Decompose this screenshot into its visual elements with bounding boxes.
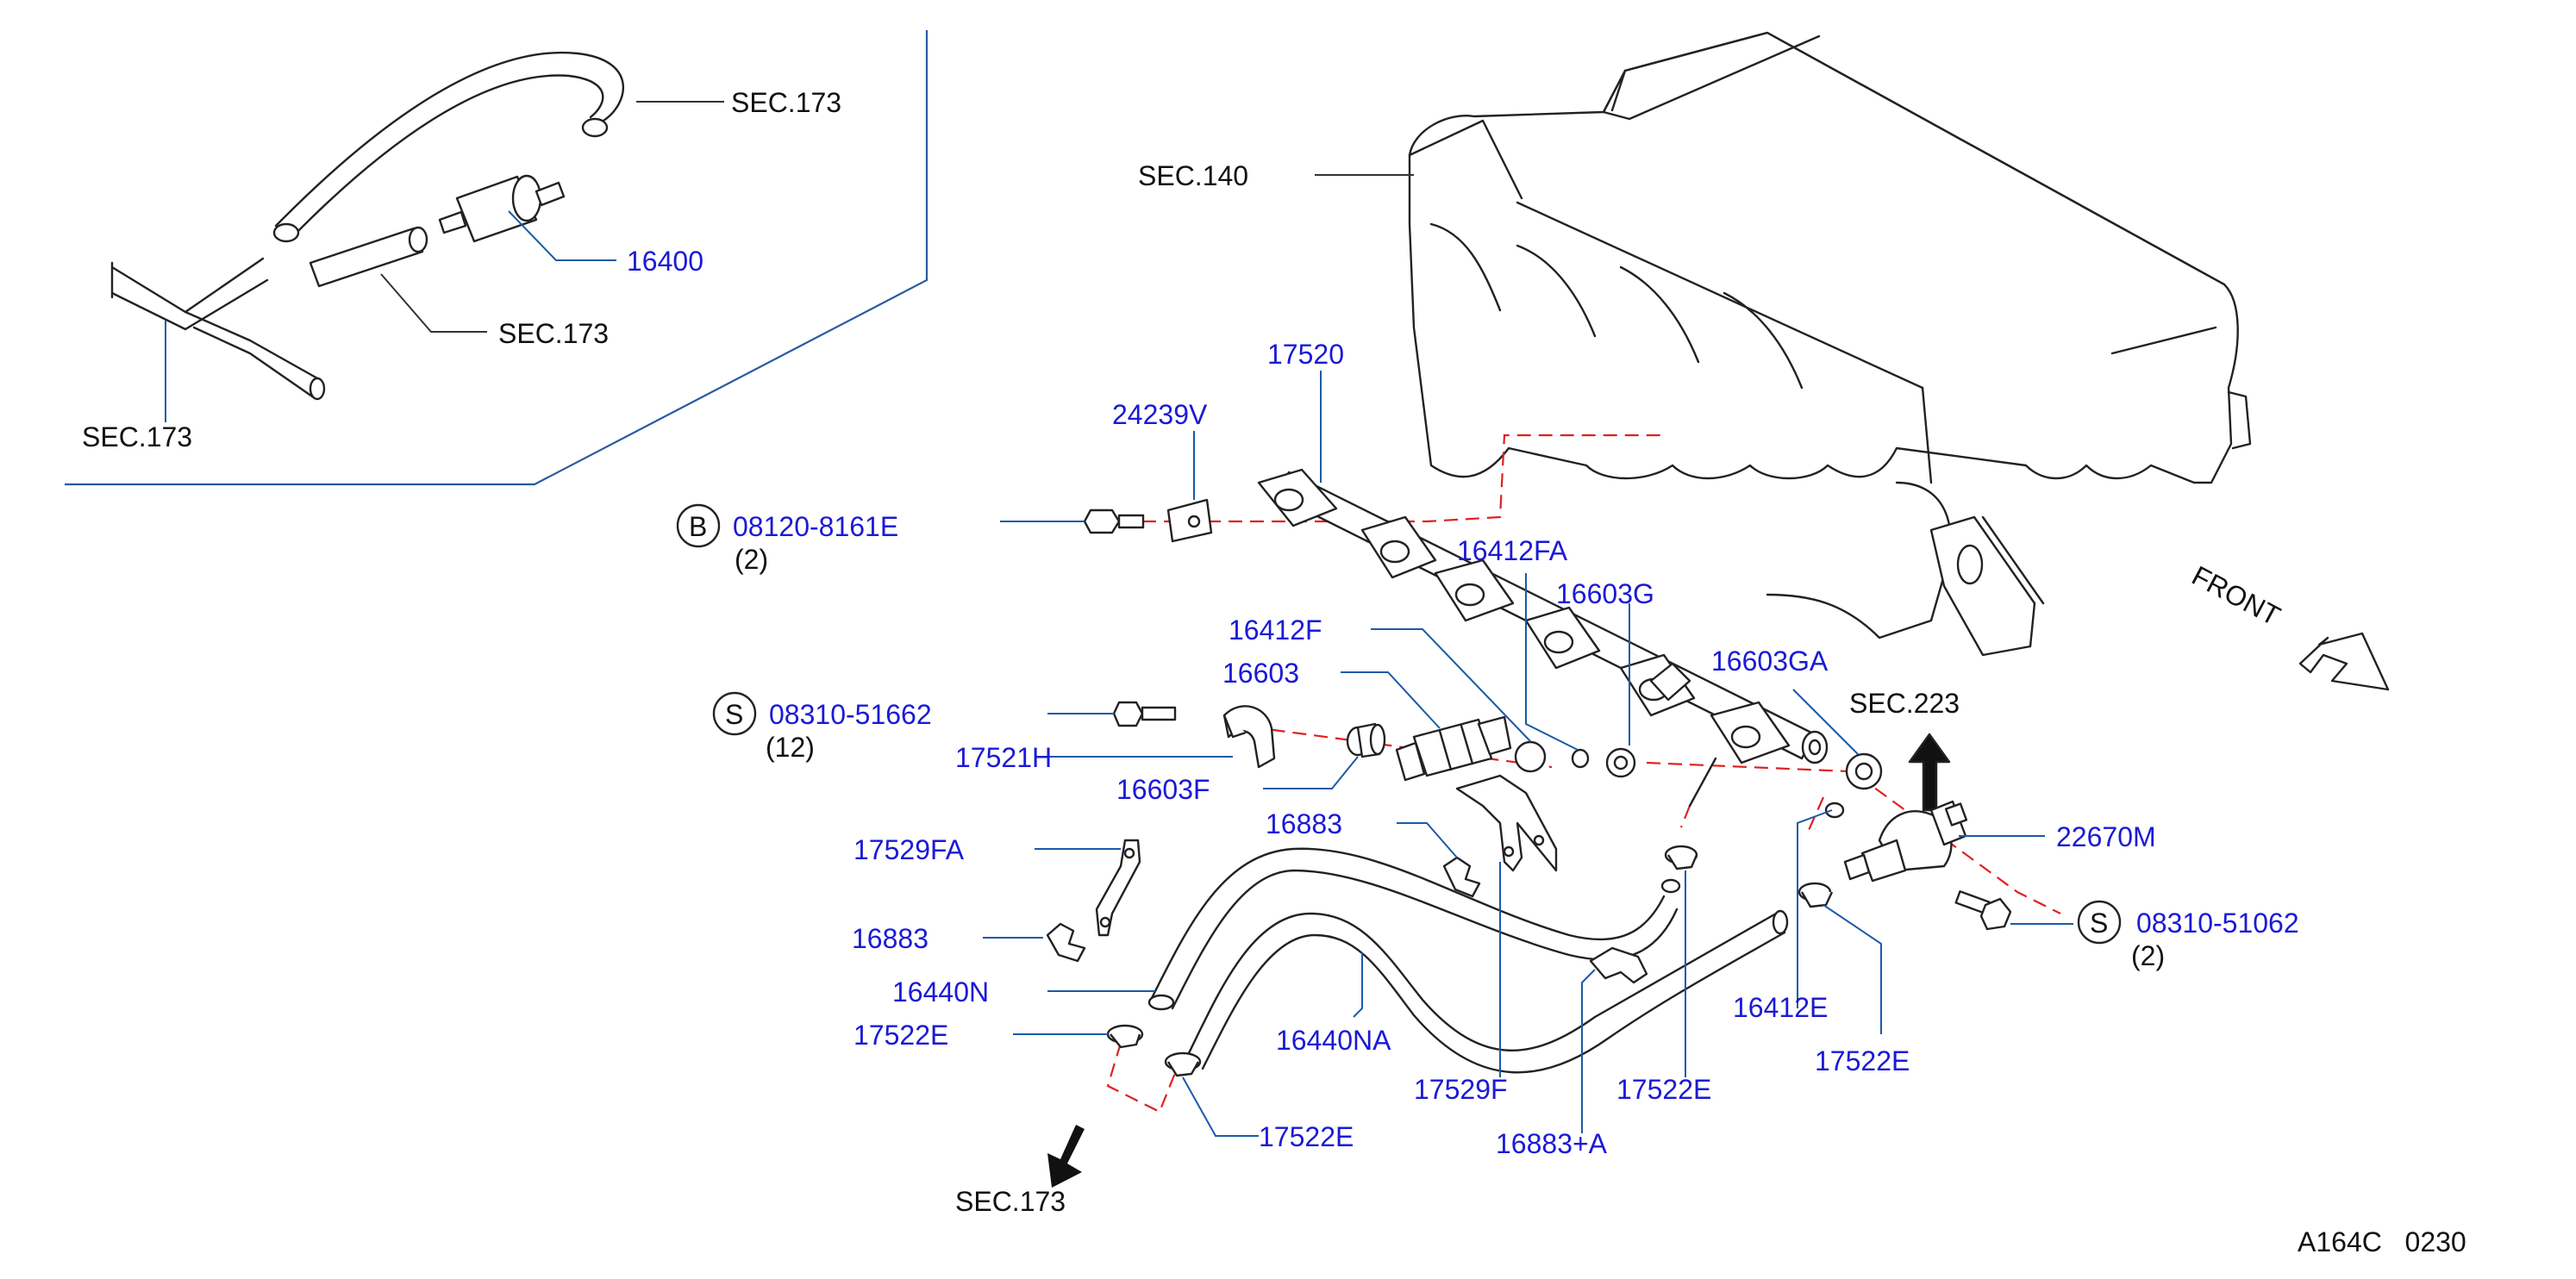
sec223-label: SEC.223: [1849, 688, 1960, 719]
screw-s2-symbol: S: [2090, 908, 2108, 939]
bolt-b-symbol: B: [689, 511, 707, 542]
part-16883a-label: 16883+A: [1496, 1128, 1608, 1159]
bolt-b-symbol-circle: [676, 503, 721, 548]
part-17520-label: 17520: [1267, 339, 1344, 370]
bolt-08120-8161e: [1083, 508, 1145, 534]
part-16440n-label: 16440N: [892, 976, 989, 1008]
screw-s1-qty-label: (12): [766, 732, 815, 763]
part-17529f-label: 17529F: [1414, 1074, 1508, 1105]
part-17529fa-label: 17529FA: [853, 834, 965, 865]
screw-s1-part-label: 08310-51662: [769, 699, 932, 730]
part-16603f-label: 16603F: [1116, 774, 1210, 805]
part-22670m-label: 22670M: [2056, 821, 2156, 852]
fuel-hose-16440na: [1184, 909, 1789, 1074]
fuel-filter-icon: [438, 174, 566, 243]
screw-08310-51062: [1954, 890, 2012, 931]
part-16883-right-label: 16883: [1266, 808, 1342, 839]
sec223-arrow-icon: [1908, 733, 1951, 812]
clip-16883-right: [1442, 856, 1481, 898]
clamp-17522e-bottom: [1164, 1051, 1202, 1077]
pressure-regulator-22670m: [1824, 800, 1968, 883]
bracket-17529f: [1455, 774, 1558, 872]
fuel-injector-16603: [1395, 715, 1512, 782]
intake-manifold: [1408, 31, 2252, 657]
part-17522e-center-label: 17522E: [1616, 1074, 1711, 1105]
front-arrow-icon: [2298, 632, 2390, 691]
part-16412e-label: 16412E: [1733, 992, 1828, 1023]
part-24239v-label: 24239V: [1112, 399, 1208, 430]
bolt-b-part-label: 08120-8161E: [733, 511, 898, 542]
inset-sec173-mid-label: SEC.173: [498, 318, 609, 349]
clamp-17522e-right: [1798, 882, 1834, 908]
insulator-16603ga: [1845, 752, 1883, 790]
injector-clamp-17521h: [1222, 705, 1276, 769]
clip-16883a: [1589, 946, 1648, 984]
bracket-24239v: [1166, 498, 1213, 543]
part-17522e-bottom-label: 17522E: [1259, 1121, 1354, 1152]
inset-panel: SEC.173 16400 SEC.173 SEC.173: [65, 30, 928, 486]
insulator-16603f: [1346, 722, 1386, 758]
part-17521h-label: 17521H: [955, 742, 1052, 773]
part-16440na-label: 16440NA: [1276, 1025, 1391, 1056]
part-16603ga-label: 16603GA: [1711, 646, 1829, 677]
screw-s1-symbol: S: [725, 699, 743, 730]
clamp-17522e-center: [1664, 845, 1698, 870]
part-16412fa-label: 16412FA: [1457, 535, 1568, 566]
bolt-b-qty-label: (2): [735, 544, 768, 575]
sec173-bottom-label: SEC.173: [955, 1186, 1066, 1217]
part-17522e-left-label: 17522E: [853, 1020, 948, 1051]
part-16603g-label: 16603G: [1556, 578, 1654, 609]
inset-hose-assembly: [110, 51, 625, 401]
part-16883-left-label: 16883: [852, 923, 928, 954]
clamp-17522e-left: [1106, 1024, 1144, 1049]
sec173-arrow-icon: [1047, 1120, 1085, 1188]
inset-part-16400-label: 16400: [627, 246, 703, 277]
screw-s2-part-label: 08310-51062: [2136, 908, 2299, 939]
clip-16883-left: [1046, 922, 1086, 963]
inset-frame: [65, 30, 928, 486]
screw-s1-symbol-circle: [712, 691, 757, 736]
oring-16412fa: [1571, 748, 1590, 769]
screw-08310-51662: [1112, 701, 1177, 727]
insulator-16603g: [1605, 747, 1636, 778]
part-17522e-right-label: 17522E: [1815, 1045, 1910, 1076]
bracket-17529fa: [1095, 839, 1141, 937]
sec140-label: SEC.140: [1138, 160, 1248, 191]
screw-s2-symbol-circle: [2077, 900, 2122, 945]
part-16412f-label: 16412F: [1229, 615, 1322, 646]
screw-s2-qty-label: (2): [2131, 940, 2165, 971]
fuel-rail: [1257, 468, 1829, 808]
front-label: FRONT: [2187, 559, 2285, 632]
fuel-hose-16440n: [1147, 847, 1681, 1011]
seal-16412f: [1514, 740, 1547, 773]
inset-sec173-left-label: SEC.173: [82, 421, 192, 452]
assembly-dash-lines: [1106, 434, 2061, 1114]
figure-code: A164C 0230: [2298, 1226, 2467, 1257]
inset-sec173-top-label: SEC.173: [731, 87, 841, 118]
part-16603-label: 16603: [1222, 658, 1299, 689]
